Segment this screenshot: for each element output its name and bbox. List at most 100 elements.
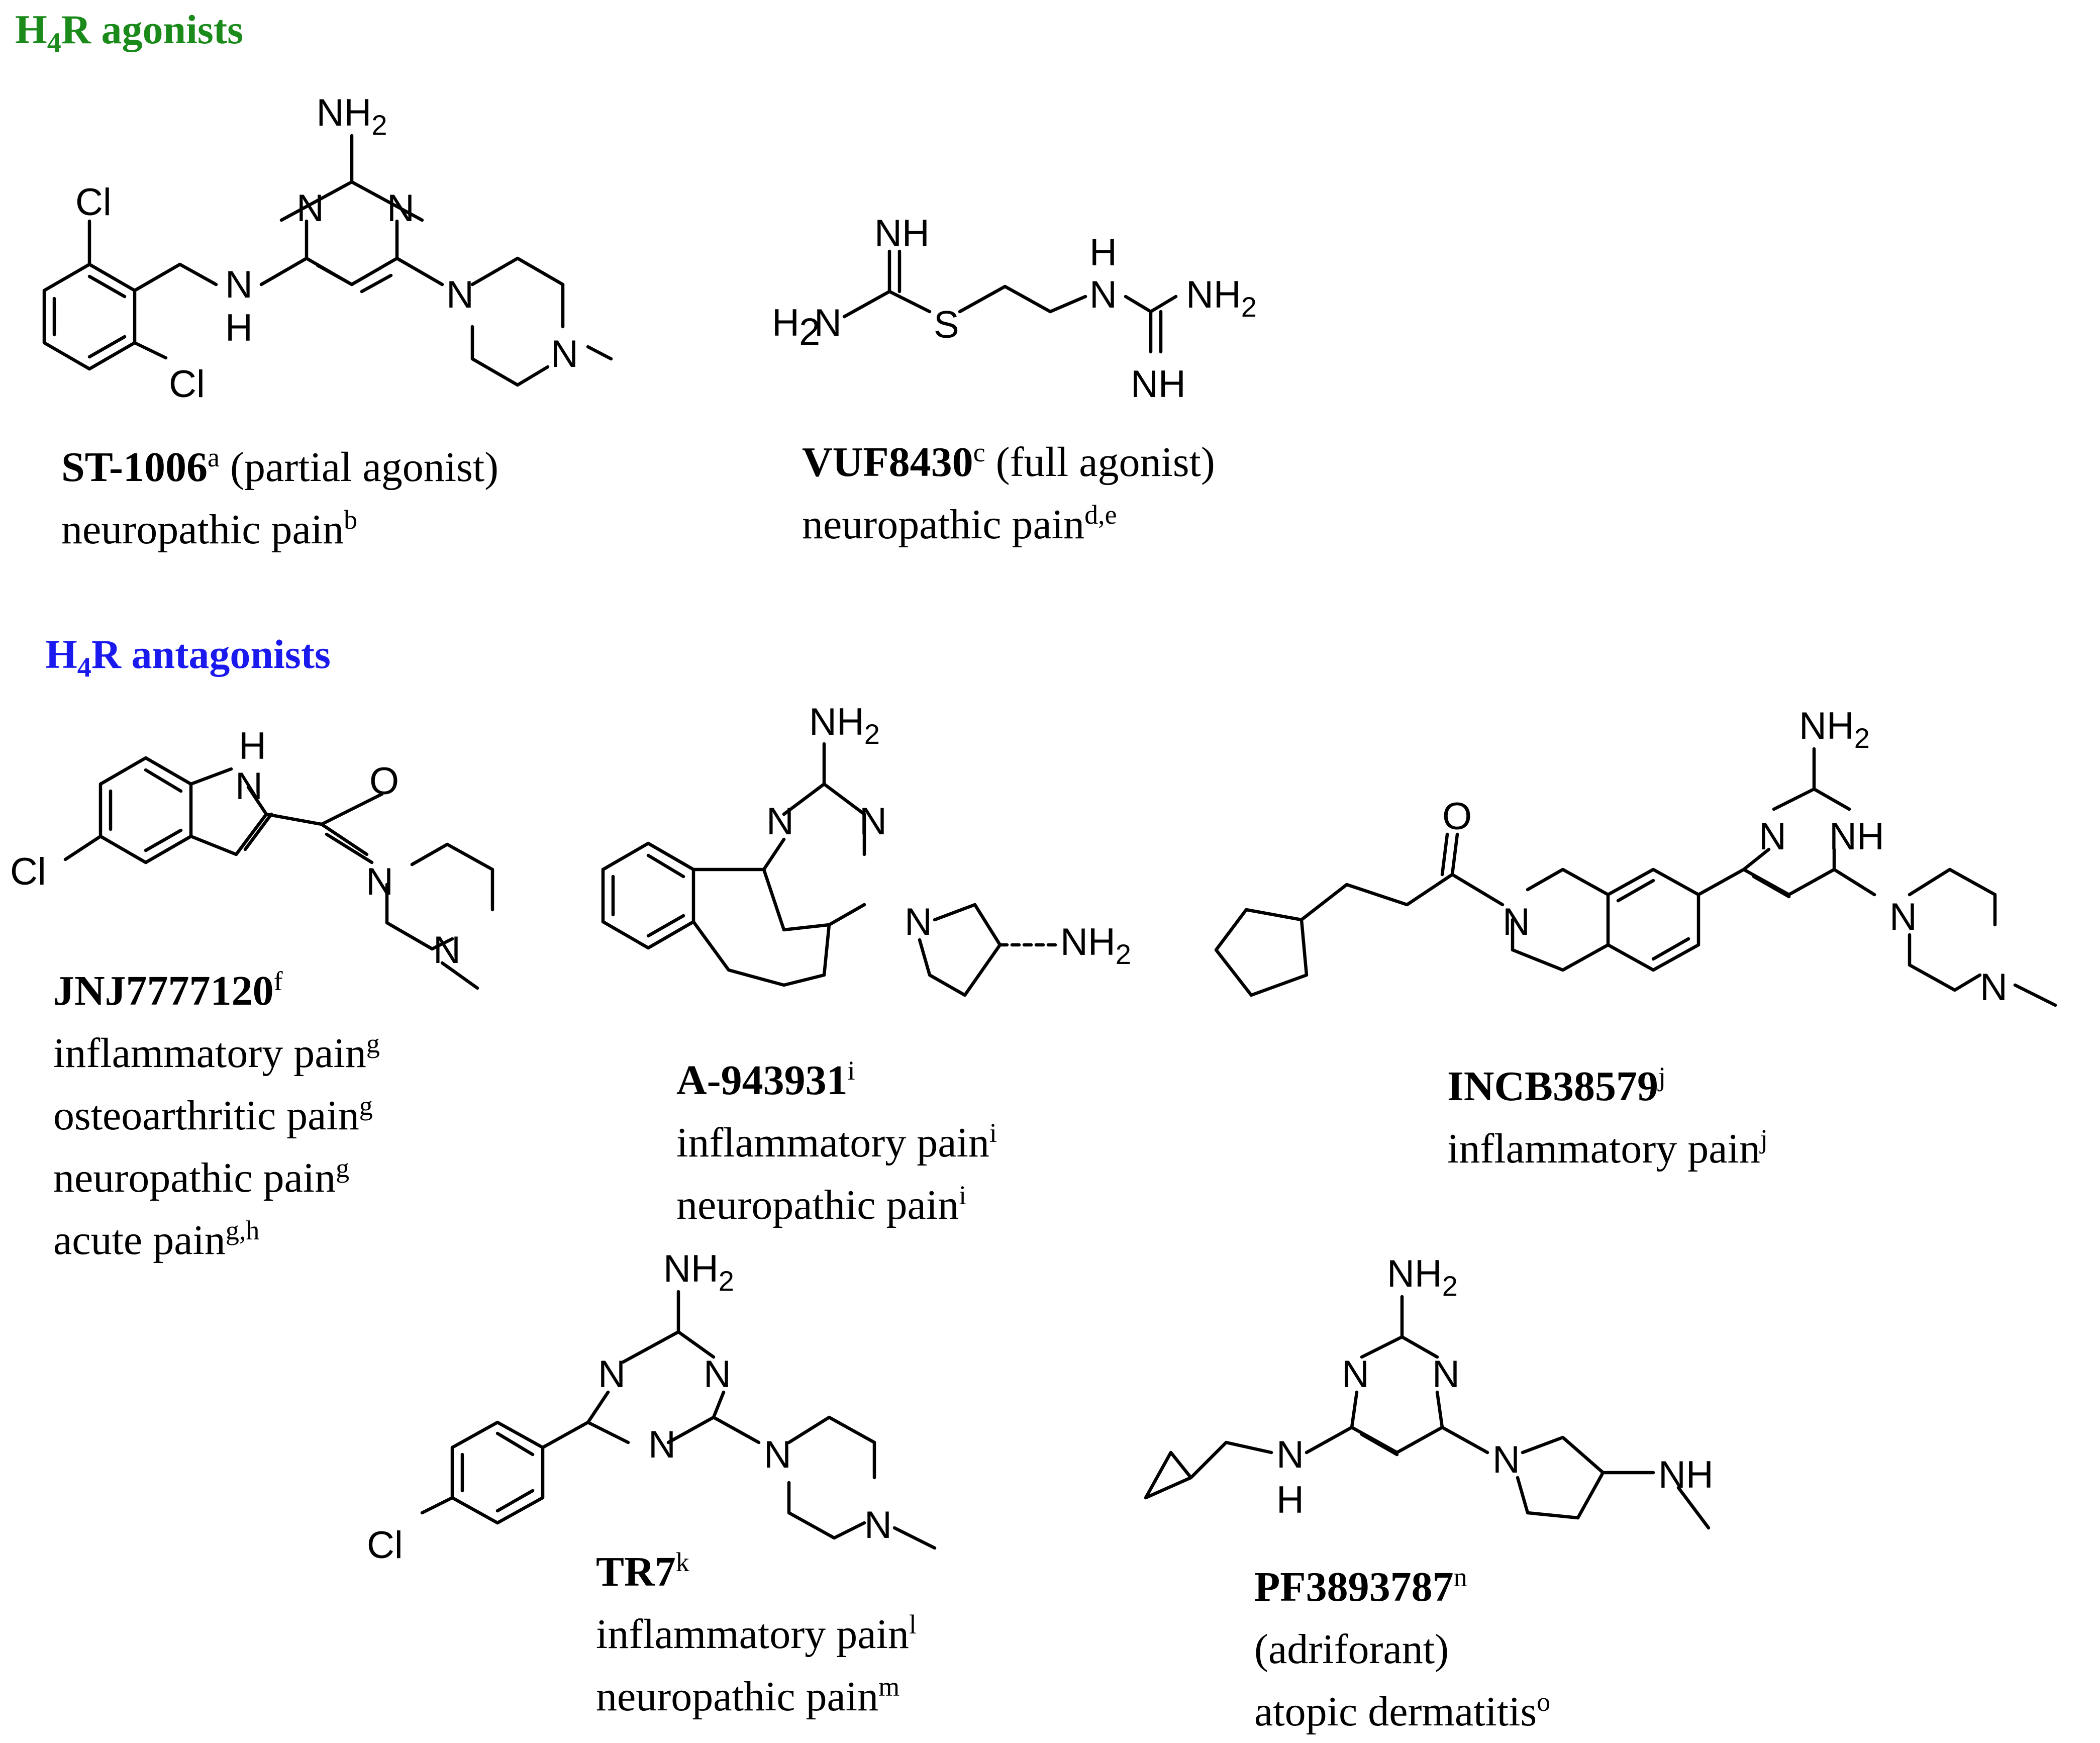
vuf8430-structure: NH H 2 N S H N NH2 NH xyxy=(772,212,1257,406)
activity: inflammatory pain xyxy=(676,1119,989,1166)
pf-pyr-n: N xyxy=(1492,1438,1520,1481)
caption-st1006: ST-1006a (partial agonist) neuropathic p… xyxy=(61,436,498,561)
activity: (adriforant) xyxy=(1254,1626,1449,1673)
st1006-nh-n: N xyxy=(225,263,253,306)
heading-h: H xyxy=(45,631,77,677)
incb-nh2: NH2 xyxy=(1799,705,1870,754)
incb-o: O xyxy=(1442,795,1472,838)
activity: neuropathic pain xyxy=(676,1182,959,1228)
activity-ref: g xyxy=(359,1091,373,1121)
jnj-n: N xyxy=(235,765,263,808)
caption-jnj7777120: JNJ7777120f inflammatory paing osteoarth… xyxy=(53,960,380,1272)
jnj-cl: Cl xyxy=(10,850,46,893)
incb-pip-n1: N xyxy=(1889,896,1917,938)
vuf8430-h2n-n: N xyxy=(814,302,842,344)
compound-name: A-943931 xyxy=(676,1057,848,1104)
compound-name: ST-1006 xyxy=(61,444,208,491)
compound-ref: a xyxy=(208,442,220,472)
a943-n3: N xyxy=(905,901,932,943)
activity-ref: j xyxy=(1760,1124,1768,1154)
incb38579-structure: O N NH2 N NH N N xyxy=(1214,705,2057,1009)
vuf8430-h2n-h: H xyxy=(772,302,799,344)
heading-suffix: R agonists xyxy=(61,7,244,52)
tr7-structure: NH2 N N N N N Cl xyxy=(367,1247,937,1567)
pf-nh-n: N xyxy=(1276,1433,1304,1476)
pf-n2: N xyxy=(1432,1353,1460,1396)
jnj-pip-n1: N xyxy=(366,860,393,903)
st1006-nh2: NH2 xyxy=(317,91,387,141)
tr7-cl: Cl xyxy=(367,1524,403,1567)
jnj-h: H xyxy=(239,725,266,767)
st1006-nh-h: H xyxy=(225,307,253,349)
activity: inflammatory pain xyxy=(1447,1125,1760,1172)
st1006-structure: NH2 N N Cl Cl N H N N xyxy=(42,91,613,406)
tr7-pip-n1: N xyxy=(764,1433,791,1476)
caption-vuf8430: VUF8430c (full agonist) neuropathic pain… xyxy=(802,431,1215,556)
compound-ref: n xyxy=(1453,1562,1467,1592)
st1006-n1: N xyxy=(296,187,324,230)
compound-name: TR7 xyxy=(596,1548,676,1595)
a943-nh2: NH2 xyxy=(809,701,880,750)
incb-n-thq: N xyxy=(1503,901,1530,943)
incb-nh: NH xyxy=(1829,815,1884,858)
compound-ref: c xyxy=(973,437,985,467)
activity: inflammatory pain xyxy=(53,1030,366,1077)
compound-name: PF3893787 xyxy=(1254,1564,1454,1610)
activity: acute pain xyxy=(53,1217,226,1264)
jnj7777120-structure: H N O Cl N N xyxy=(10,725,494,990)
st1006-n2: N xyxy=(387,187,415,230)
jnj-o: O xyxy=(369,760,399,803)
st1006-pip-n2: N xyxy=(551,333,578,375)
tr7-nh2: NH2 xyxy=(663,1247,734,1297)
vuf8430-nh-bottom: NH xyxy=(1131,363,1186,406)
activity: osteoarthritic pain xyxy=(53,1092,359,1139)
st1006-cl1: Cl xyxy=(75,181,112,224)
heading-sub: 4 xyxy=(77,652,91,684)
vuf8430-s: S xyxy=(934,304,959,346)
caption-tr7: TR7k inflammatory painl neuropathic pain… xyxy=(596,1541,917,1728)
incb-n1: N xyxy=(1759,815,1786,858)
st1006-cl2: Cl xyxy=(169,363,205,406)
activity: neuropathic pain xyxy=(53,1154,336,1201)
a943-nh2-b: NH2 xyxy=(1060,921,1131,970)
a943-n1: N xyxy=(766,800,794,843)
activity-ref: b xyxy=(344,505,358,535)
jnj-pip-n2: N xyxy=(433,929,461,972)
heading-h: H xyxy=(15,7,47,52)
pf-nh-h: H xyxy=(1276,1479,1304,1521)
caption-incb38579: INCB38579j inflammatory painj xyxy=(1447,1055,1768,1180)
vuf8430-nh-n: N xyxy=(1089,273,1117,316)
compound-ref: i xyxy=(847,1055,855,1086)
activity-ref: i xyxy=(989,1118,997,1148)
a943931-structure: NH2 N N N NH2 xyxy=(601,701,1131,997)
activity-ref: l xyxy=(909,1609,917,1639)
activity-ref: g xyxy=(366,1028,380,1058)
tr7-n1: N xyxy=(598,1353,626,1396)
compound-name: INCB38579 xyxy=(1447,1063,1659,1110)
caption-a943931: A-943931i inflammatory paini neuropathic… xyxy=(676,1049,997,1236)
activity-ref: m xyxy=(878,1672,900,1702)
tr7-n2: N xyxy=(704,1353,731,1396)
activity-ref: g xyxy=(336,1153,350,1183)
activity-ref: i xyxy=(959,1180,967,1210)
activity: neuropathic pain xyxy=(596,1673,879,1720)
activity-ref: g,h xyxy=(225,1215,260,1245)
tr7-n3: N xyxy=(648,1423,676,1466)
pf3893787-structure: NH2 N N N H N NH xyxy=(1144,1252,1714,1530)
compound-note: (full agonist) xyxy=(985,439,1215,486)
compound-name: VUF8430 xyxy=(802,439,973,486)
vuf8430-h2n-2: 2 xyxy=(799,311,820,353)
pf-nh: NH xyxy=(1658,1454,1714,1496)
activity: neuropathic pain xyxy=(61,506,344,553)
activity-ref: o xyxy=(1537,1687,1551,1717)
tr7-pip-n2: N xyxy=(864,1504,892,1546)
vuf8430-nh-h: H xyxy=(1089,231,1117,274)
compound-note: (partial agonist) xyxy=(219,444,499,491)
incb-pip-n2: N xyxy=(1980,966,2008,1009)
heading-sub: 4 xyxy=(47,27,61,59)
activity: atopic dermatitis xyxy=(1254,1688,1537,1735)
compound-ref: f xyxy=(273,966,283,996)
a943-n2: N xyxy=(859,800,887,843)
st1006-pip-n1: N xyxy=(446,273,474,316)
